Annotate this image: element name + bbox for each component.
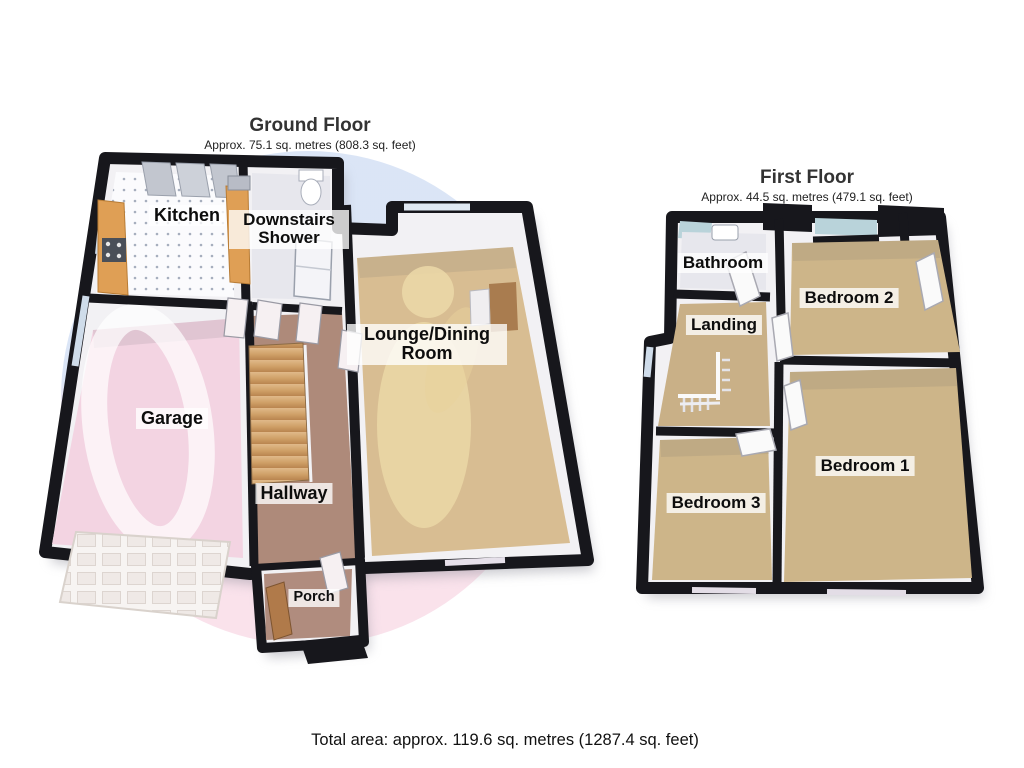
room-label-garage: Garage [135,408,209,430]
room-label-bedroom1: Bedroom 1 [815,456,915,477]
room-label-bathroom: Bathroom [677,253,769,274]
landing-railing [678,352,731,412]
room-label-bedroom2: Bedroom 2 [799,288,899,309]
room-label-downstairs-shower: Downstairs Shower [229,210,349,249]
room-label-kitchen: Kitchen [148,205,226,227]
garage-door [58,530,232,620]
ground-floor-subtitle: Approx. 75.1 sq. metres (808.3 sq. feet) [204,138,416,152]
first-floor-subtitle: Approx. 44.5 sq. metres (479.1 sq. feet) [701,190,913,204]
shower-fixtures [293,169,333,301]
total-area-text: Total area: approx. 119.6 sq. metres (12… [311,731,699,749]
room-label-bedroom3: Bedroom 3 [666,493,766,514]
staircase [248,342,313,485]
room-label-lounge-dining: Lounge/Dining Room [347,324,507,365]
room-label-landing: Landing [685,315,763,336]
first-floor-title: First Floor [760,167,854,188]
front-door [265,581,293,641]
ground-floor-title: Ground Floor [249,115,371,136]
room-label-hallway: Hallway [255,483,333,505]
room-label-porch: Porch [288,589,340,607]
